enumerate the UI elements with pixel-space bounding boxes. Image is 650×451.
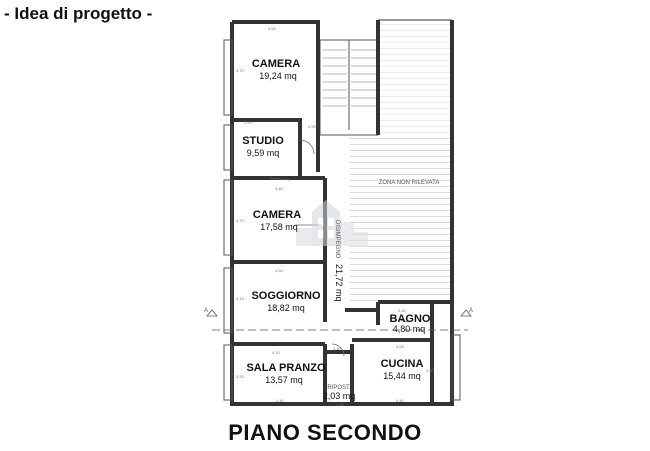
section-line [206,309,472,331]
room-sala-pranzo-area: 13,57 mq [265,375,303,385]
dim-bottom-left: 1,40 [276,398,285,403]
left-wall-detail [223,39,461,401]
section-mark-left: A [204,308,208,314]
room-camera-1-name: CAMERA [252,58,300,70]
room-studio-area: 9,59 mq [247,148,280,158]
interior-walls [232,118,452,404]
dim-camera2-h: 3,70 [236,218,245,223]
room-ripostiglio-area: 2,03 mq [323,391,356,401]
room-bagno-area: 4,80 mq [393,324,426,334]
room-bagno-name: BAGNO [390,313,431,325]
dim-soggiorno-h: 3,10 [236,296,245,301]
dim-bottom-right: 0,40 [396,398,405,403]
zona-non-rilevata-label: ZONA NON RILEVATA [379,180,440,186]
section-mark-right: A [469,308,473,314]
zona-top-strip [378,20,452,137]
dim-bottom-mid: 1,40 [336,402,345,407]
dim-pranzo-h: 3,20 [236,374,245,379]
zona-non-rilevata-area [350,137,452,302]
dim-camera2-w: 4,40 [275,186,284,191]
dim-pranzo-w: 4,10 [272,350,281,355]
room-sala-pranzo-name: SALA PRANZO [246,362,325,374]
room-disimpegno-name: DISIMPEGNO [334,220,340,259]
room-camera-2-name: CAMERA [253,209,301,221]
caption: - Idea di progetto - [4,4,153,23]
room-camera-1-area: 19,24 mq [259,71,297,81]
dim-studio-w: 2,90 [244,120,253,125]
plan-title: PIANO SECONDO [228,420,422,445]
dim-rip-w: 1,40 [333,346,342,351]
dim-top: 4,00 [268,26,277,31]
room-studio-name: STUDIO [242,135,284,147]
room-soggiorno-area: 18,82 mq [267,303,305,313]
stairwell [319,39,379,136]
room-cucina-name: CUCINA [381,358,424,370]
dim-cucina-w: 4,00 [396,344,405,349]
room-camera-2-area: 17,58 mq [260,222,298,232]
watermark-logo [296,200,368,246]
dim-camera1-h: 3,70 [236,68,245,73]
room-cucina-area: 15,44 mq [383,371,421,381]
room-disimpegno-area: 21,72 mq [334,264,344,302]
dim-bagno-w: 2,40 [398,308,407,313]
dim-soggiorno-w: 4,50 [275,268,284,273]
room-soggiorno-name: SOGGIORNO [251,290,321,302]
dim-cucina-h: 2,40 [426,368,435,373]
dim-studio-side: 0,90 [308,124,317,129]
room-ripostiglio-name: RIPOST. [327,385,351,391]
